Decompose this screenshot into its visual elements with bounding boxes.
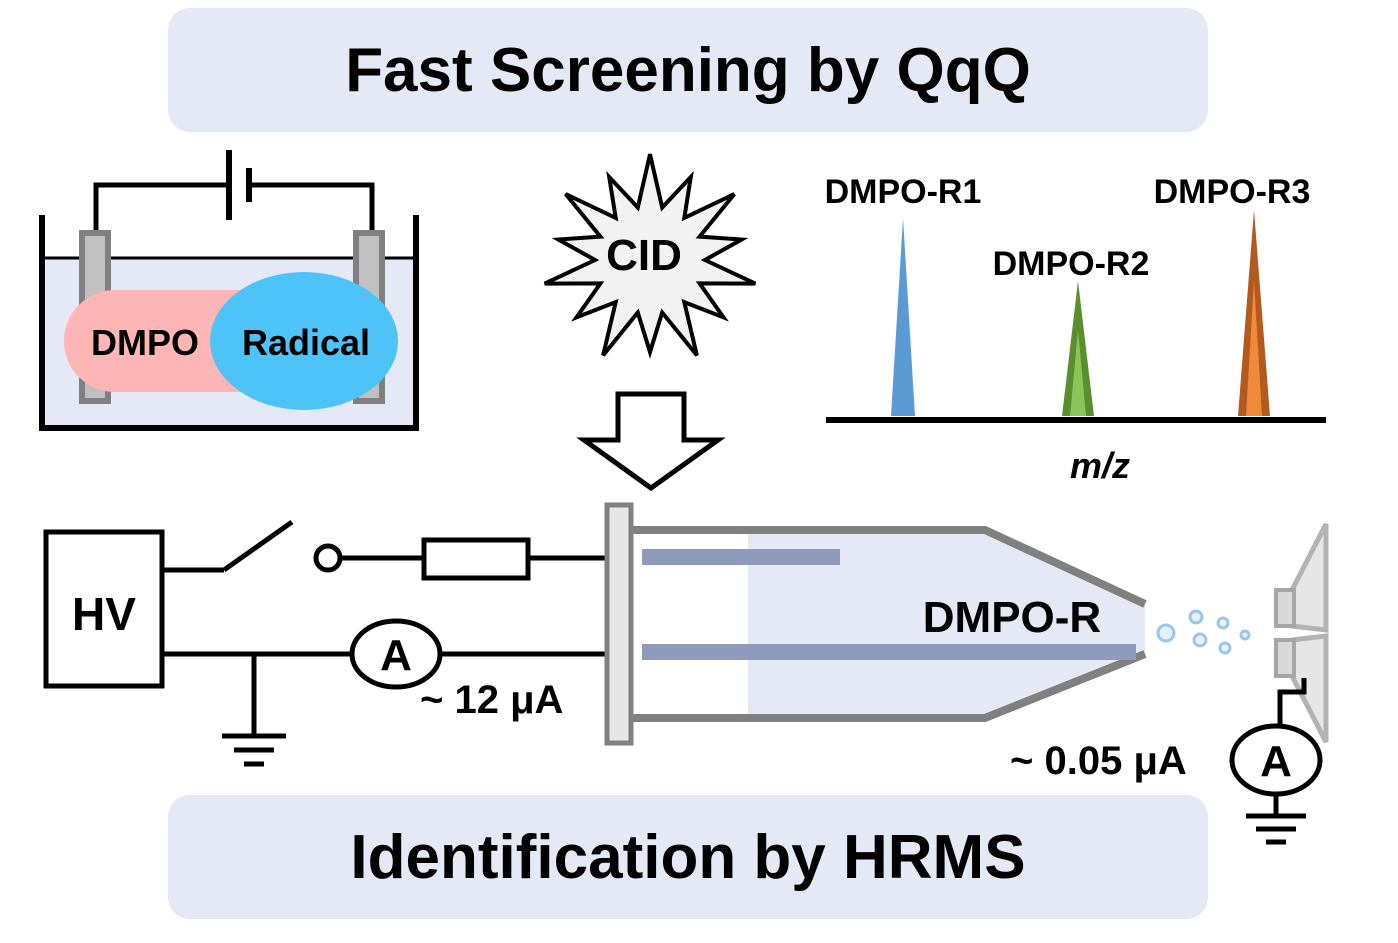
source-current-label: ~ 12 μA: [420, 678, 563, 722]
electrochemical-cell: DMPO Radical: [39, 150, 419, 431]
cell-wire-left: [93, 182, 228, 233]
electrode-wire-lower: [642, 644, 1136, 660]
emitter-wall-bottom: [620, 650, 1147, 722]
nanoesi-emitter: DMPO-R: [604, 502, 1147, 746]
droplet: [1188, 609, 1204, 625]
emitter-solution: [748, 530, 1145, 718]
hv-supply-box: [43, 529, 165, 689]
electrode-wire-upper: [642, 549, 840, 565]
radical-label: Radical: [242, 322, 370, 363]
hv-circuit: HV A ~ 12 μA: [43, 519, 610, 767]
resistor: [421, 537, 531, 581]
switch-contact: [313, 543, 343, 573]
down-arrow-icon: [576, 391, 726, 492]
emitter-wall-top: [620, 526, 1147, 608]
ammeter-detector-symbol: A: [1260, 737, 1292, 786]
switch-blade: [222, 519, 294, 573]
inlet-cone-lower: [1289, 633, 1329, 744]
cid-burst-shape: [543, 153, 757, 359]
peak-label-r3: DMPO-R3: [1154, 173, 1311, 211]
cid-label: CID: [606, 231, 682, 280]
droplet: [1218, 641, 1232, 655]
cid-burst: CID: [543, 153, 757, 359]
mass-spectrum: DMPO-R1 DMPO-R2 DMPO-R3 m/z: [825, 173, 1326, 486]
radical-region: [210, 272, 398, 410]
peak-dmpo-r1: [891, 218, 915, 416]
droplet: [1216, 616, 1230, 630]
peak-dmpo-r3-highlight: [1246, 280, 1262, 416]
cell-container: [39, 215, 419, 431]
peak-dmpo-r2-highlight: [1070, 330, 1086, 416]
droplet: [1192, 632, 1208, 648]
emitter-label: DMPO-R: [923, 593, 1101, 642]
droplet: [1156, 623, 1176, 643]
detector-current-label: ~ 0.05 μA: [1010, 739, 1187, 783]
droplet: [1239, 629, 1251, 641]
spray-droplets: [1156, 609, 1251, 655]
detector-wire: [1277, 678, 1307, 728]
title-banner-top: Fast Screening by QqQ: [168, 8, 1208, 132]
title-banner-bottom: Identification by HRMS: [168, 795, 1208, 919]
ms-inlet: A ~ 0.05 μA: [1010, 522, 1329, 845]
title-bottom: Identification by HRMS: [350, 822, 1026, 892]
dmpo-label: DMPO: [91, 322, 199, 363]
emitter-holder: [604, 502, 634, 746]
title-top: Fast Screening by QqQ: [345, 35, 1031, 105]
inlet-block-upper: [1274, 588, 1296, 628]
inlet-cone-upper: [1289, 522, 1329, 633]
inlet-block-lower: [1274, 638, 1296, 678]
mz-axis-label: m/z: [1070, 445, 1130, 486]
peak-label-r1: DMPO-R1: [825, 173, 982, 211]
peak-label-r2: DMPO-R2: [993, 245, 1150, 283]
ammeter-source-symbol: A: [380, 631, 412, 680]
hv-label: HV: [72, 588, 136, 640]
cell-wire-right: [250, 182, 375, 233]
